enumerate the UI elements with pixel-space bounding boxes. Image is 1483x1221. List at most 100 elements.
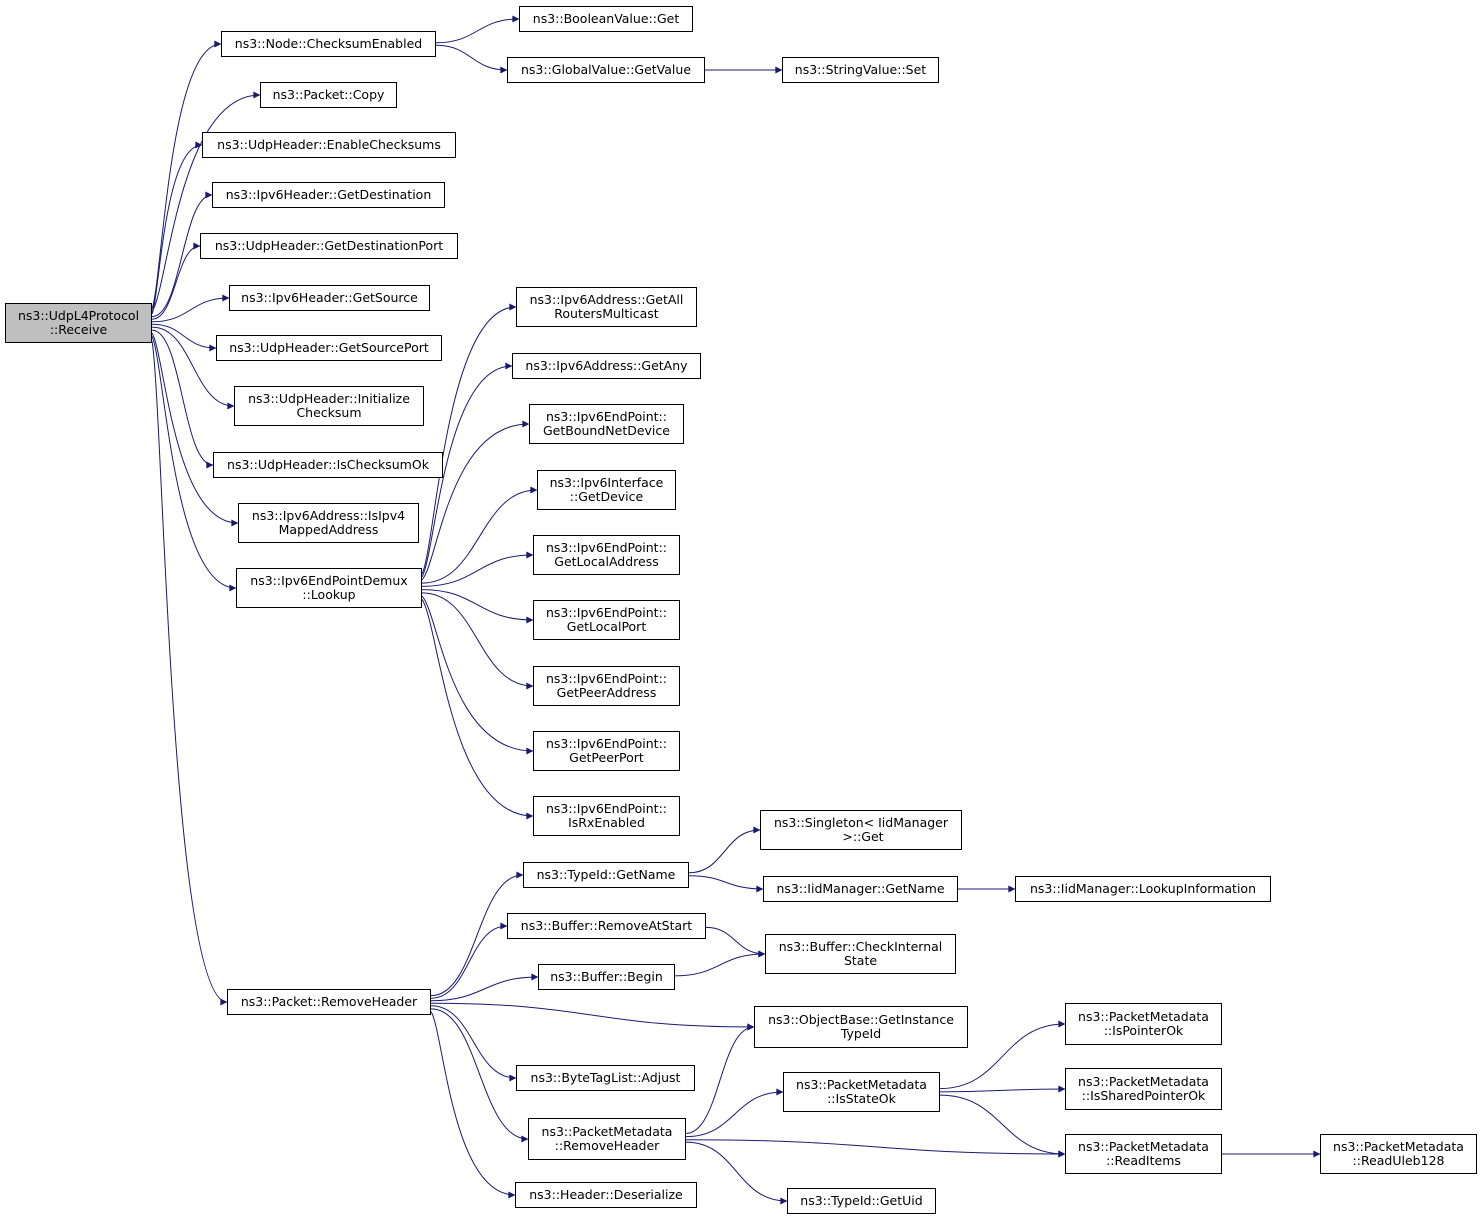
edge-packetmetadata-isstateok-to-packetmetadata-ispointerok — [939, 1020, 1066, 1090]
edge-ipv6endpointdemux-lookup-to-ipv6endpoint-getpeerport — [421, 595, 534, 755]
node-ipv6endpoint-getlocalport[interactable]: ns3::Ipv6EndPoint::GetLocalPort — [533, 600, 680, 640]
node-iidmanager-getname[interactable]: ns3::IidManager::GetName — [763, 876, 958, 902]
node-label: ns3::Ipv6EndPoint:: — [546, 671, 667, 686]
node-label: ns3::Ipv6Address::GetAll — [529, 292, 684, 307]
node-packetmetadata-removeheader[interactable]: ns3::PacketMetadata::RemoveHeader — [528, 1118, 686, 1160]
node-label: ns3::Buffer::Begin — [550, 969, 663, 984]
node-label: ns3::Packet::Copy — [272, 87, 385, 102]
node-ipv6address-getany[interactable]: ns3::Ipv6Address::GetAny — [512, 353, 701, 379]
node-udpheader-ischecksumok[interactable]: ns3::UdpHeader::IsChecksumOk — [213, 452, 443, 478]
node-packetmetadata-ispointerok[interactable]: ns3::PacketMetadata::IsPointerOk — [1065, 1003, 1222, 1045]
node-label: ns3::Ipv6EndPointDemux — [250, 573, 408, 588]
node-udpheader-getsourceport[interactable]: ns3::UdpHeader::GetSourcePort — [216, 335, 442, 361]
node-packetmetadata-readuleb128[interactable]: ns3::PacketMetadata::ReadUleb128 — [1320, 1134, 1477, 1174]
node-label: ns3::Ipv6EndPoint:: — [546, 540, 667, 555]
node-label: ns3::IidManager::LookupInformation — [1029, 881, 1256, 896]
node-udpheader-getdestinationport[interactable]: ns3::UdpHeader::GetDestinationPort — [200, 233, 458, 259]
node-label: ns3::UdpHeader::EnableChecksums — [217, 137, 441, 152]
node-label: GetPeerAddress — [556, 685, 657, 700]
node-label: ns3::PacketMetadata — [1078, 1074, 1209, 1089]
node-label: ns3::Singleton< IidManager — [773, 815, 949, 830]
node-label: ns3::TypeId::GetUid — [800, 1193, 923, 1208]
edge-ipv6endpointdemux-lookup-to-ipv6endpoint-isrxenabled — [421, 599, 534, 820]
node-label: ns3::StringValue::Set — [794, 62, 927, 77]
node-ipv6endpoint-isrxenabled[interactable]: ns3::Ipv6EndPoint::IsRxEnabled — [533, 796, 680, 836]
node-label: ns3::Packet::RemoveHeader — [240, 994, 418, 1009]
node-label: ns3::GlobalValue::GetValue — [520, 62, 692, 77]
node-label: ::ReadUleb128 — [1352, 1153, 1445, 1168]
node-booleanvalue-get[interactable]: ns3::BooleanValue::Get — [519, 6, 693, 32]
node-ipv6header-getsource[interactable]: ns3::Ipv6Header::GetSource — [229, 285, 430, 311]
edge-udpl4-receive-to-packet-removeheader — [151, 340, 228, 1006]
node-label: ns3::Ipv6Address::IsIpv4 — [251, 508, 406, 523]
node-ipv6endpoint-getpeerport[interactable]: ns3::Ipv6EndPoint::GetPeerPort — [533, 731, 680, 771]
edge-udpl4-receive-to-udpheader-getdestinationport — [151, 242, 201, 320]
node-label: ns3::UdpHeader::IsChecksumOk — [227, 457, 429, 472]
edge-packetmetadata-isstateok-to-packetmetadata-issharedpointerok — [939, 1085, 1066, 1093]
edge-node-checksumenabled-to-booleanvalue-get — [435, 15, 520, 44]
node-typeid-getname[interactable]: ns3::TypeId::GetName — [523, 862, 689, 888]
edge-udpl4-receive-to-udpheader-ischecksumok — [151, 329, 214, 469]
edge-packetmetadata-removeheader-to-objectbase-getinstancetypeid — [685, 1023, 755, 1134]
edge-packetmetadata-removeheader-to-typeid-getuid — [685, 1141, 788, 1205]
node-bytetaglist-adjust[interactable]: ns3::ByteTagList::Adjust — [516, 1065, 695, 1091]
node-globalvalue-getvalue[interactable]: ns3::GlobalValue::GetValue — [507, 57, 705, 83]
edge-udpl4-receive-to-ipv6address-isipv4mappedaddress — [151, 332, 239, 527]
node-udpheader-enablechecksums[interactable]: ns3::UdpHeader::EnableChecksums — [202, 132, 456, 158]
edge-packet-removeheader-to-typeid-getname — [430, 871, 524, 997]
edge-udpl4-receive-to-udpheader-initializechecksum — [151, 326, 235, 410]
node-label: ::Receive — [49, 322, 108, 337]
edge-packet-removeheader-to-header-deserialize — [430, 1011, 516, 1199]
edge-ipv6endpointdemux-lookup-to-ipv6endpoint-getpeeraddress — [421, 592, 534, 690]
edge-packetmetadata-removeheader-to-packetmetadata-readitems — [685, 1139, 1066, 1158]
node-label: ns3::Node::ChecksumEnabled — [234, 36, 423, 51]
node-label: ns3::Ipv6Header::GetSource — [241, 290, 418, 305]
node-udpl4-receive: ns3::UdpL4Protocol::Receive — [5, 303, 152, 343]
node-ipv6endpoint-getlocaladdress[interactable]: ns3::Ipv6EndPoint::GetLocalAddress — [533, 535, 680, 575]
node-label: GetLocalPort — [566, 619, 647, 634]
node-packetmetadata-issharedpointerok[interactable]: ns3::PacketMetadata::IsSharedPointerOk — [1065, 1068, 1222, 1110]
node-packet-removeheader[interactable]: ns3::Packet::RemoveHeader — [227, 989, 431, 1015]
node-label: GetPeerPort — [569, 750, 644, 765]
node-label: ns3::UdpHeader::GetDestinationPort — [214, 238, 444, 253]
node-node-checksumenabled[interactable]: ns3::Node::ChecksumEnabled — [221, 31, 436, 57]
node-label: MappedAddress — [278, 522, 379, 537]
node-header-deserialize[interactable]: ns3::Header::Deserialize — [515, 1182, 697, 1208]
node-label: TypeId — [840, 1026, 882, 1041]
node-ipv6endpoint-getboundnetdevice[interactable]: ns3::Ipv6EndPoint::GetBoundNetDevice — [529, 404, 684, 444]
node-stringvalue-set[interactable]: ns3::StringValue::Set — [782, 57, 939, 83]
edge-packetmetadata-isstateok-to-packetmetadata-readitems — [939, 1094, 1066, 1158]
node-packetmetadata-isstateok[interactable]: ns3::PacketMetadata::IsStateOk — [783, 1072, 940, 1112]
node-label: ns3::Ipv6EndPoint:: — [545, 409, 667, 424]
edge-udpl4-receive-to-udpheader-enablechecksums — [151, 141, 203, 315]
node-label: ns3::IidManager::GetName — [776, 881, 945, 896]
node-packet-copy[interactable]: ns3::Packet::Copy — [260, 82, 397, 108]
node-label: ns3::Buffer::CheckInternal — [778, 939, 943, 954]
node-label: ns3::Ipv6Address::GetAny — [525, 358, 688, 373]
node-iidmanager-lookupinformation[interactable]: ns3::IidManager::LookupInformation — [1015, 876, 1271, 902]
node-buffer-removeatstart[interactable]: ns3::Buffer::RemoveAtStart — [507, 913, 706, 939]
node-ipv6interface-getdevice[interactable]: ns3::Ipv6Interface::GetDevice — [537, 470, 676, 510]
edge-packet-removeheader-to-bytetaglist-adjust — [430, 1005, 517, 1082]
node-ipv6header-getdestination[interactable]: ns3::Ipv6Header::GetDestination — [212, 182, 445, 208]
node-ipv6endpoint-getpeeraddress[interactable]: ns3::Ipv6EndPoint::GetPeerAddress — [533, 666, 680, 706]
edge-ipv6endpointdemux-lookup-to-ipv6endpoint-getlocalport — [421, 589, 534, 624]
node-label: RoutersMulticast — [554, 306, 659, 321]
node-singleton-iidmanager-get[interactable]: ns3::Singleton< IidManager >::Get — [760, 810, 962, 850]
node-label: GetBoundNetDevice — [543, 423, 670, 438]
node-ipv6endpointdemux-lookup[interactable]: ns3::Ipv6EndPointDemux::Lookup — [236, 568, 422, 608]
edge-udpl4-receive-to-ipv6header-getsource — [151, 294, 230, 323]
node-label: ns3::PacketMetadata — [1333, 1139, 1464, 1154]
edge-ipv6endpointdemux-lookup-to-ipv6endpoint-getboundnetdevice — [421, 420, 530, 581]
node-packetmetadata-readitems[interactable]: ns3::PacketMetadata::ReadItems — [1065, 1134, 1222, 1174]
node-label: ::IsPointerOk — [1103, 1023, 1184, 1038]
node-label: ns3::Buffer::RemoveAtStart — [520, 918, 693, 933]
node-typeid-getuid[interactable]: ns3::TypeId::GetUid — [787, 1188, 936, 1214]
node-buffer-begin[interactable]: ns3::Buffer::Begin — [538, 964, 675, 990]
